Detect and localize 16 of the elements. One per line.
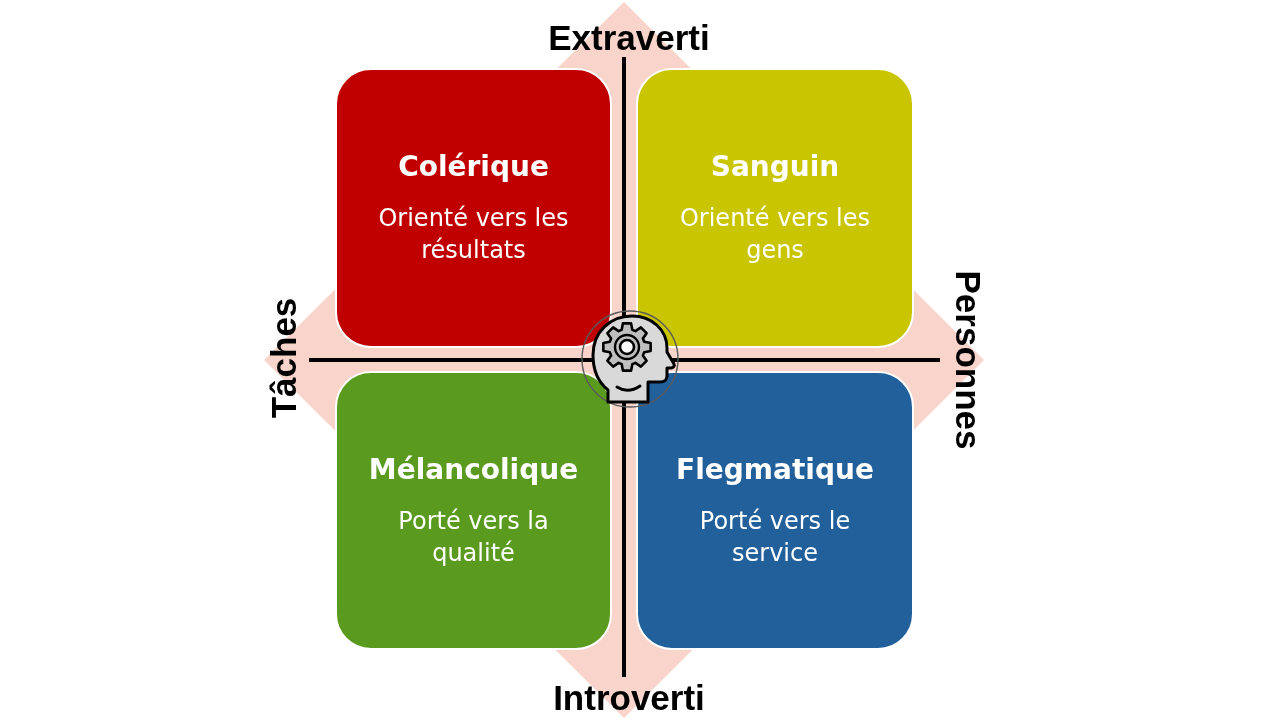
axis-label: Tâches (265, 297, 301, 419)
quadrant-title: Mélancolique (368, 453, 579, 487)
axis-label: Extraverti (548, 19, 710, 55)
axis-label: Introverti (553, 679, 705, 715)
quadrant-title: Sanguin (710, 150, 840, 184)
quadrant-box (636, 68, 914, 348)
quadrant-description: Orienté vers les résultats (377, 203, 570, 266)
quadrant-description: Porté vers le service (698, 506, 852, 569)
quadrant-description: Porté vers la qualité (397, 506, 550, 569)
quadrant-box (335, 371, 612, 650)
quadrant-title: Flegmatique (676, 453, 874, 487)
quadrant-description: Orienté vers les gens (678, 203, 872, 266)
quadrant-box (335, 68, 612, 348)
quadrant-title: Colérique (398, 150, 549, 184)
axis-label: Personnes (950, 270, 986, 450)
quadrant-box (636, 371, 914, 650)
